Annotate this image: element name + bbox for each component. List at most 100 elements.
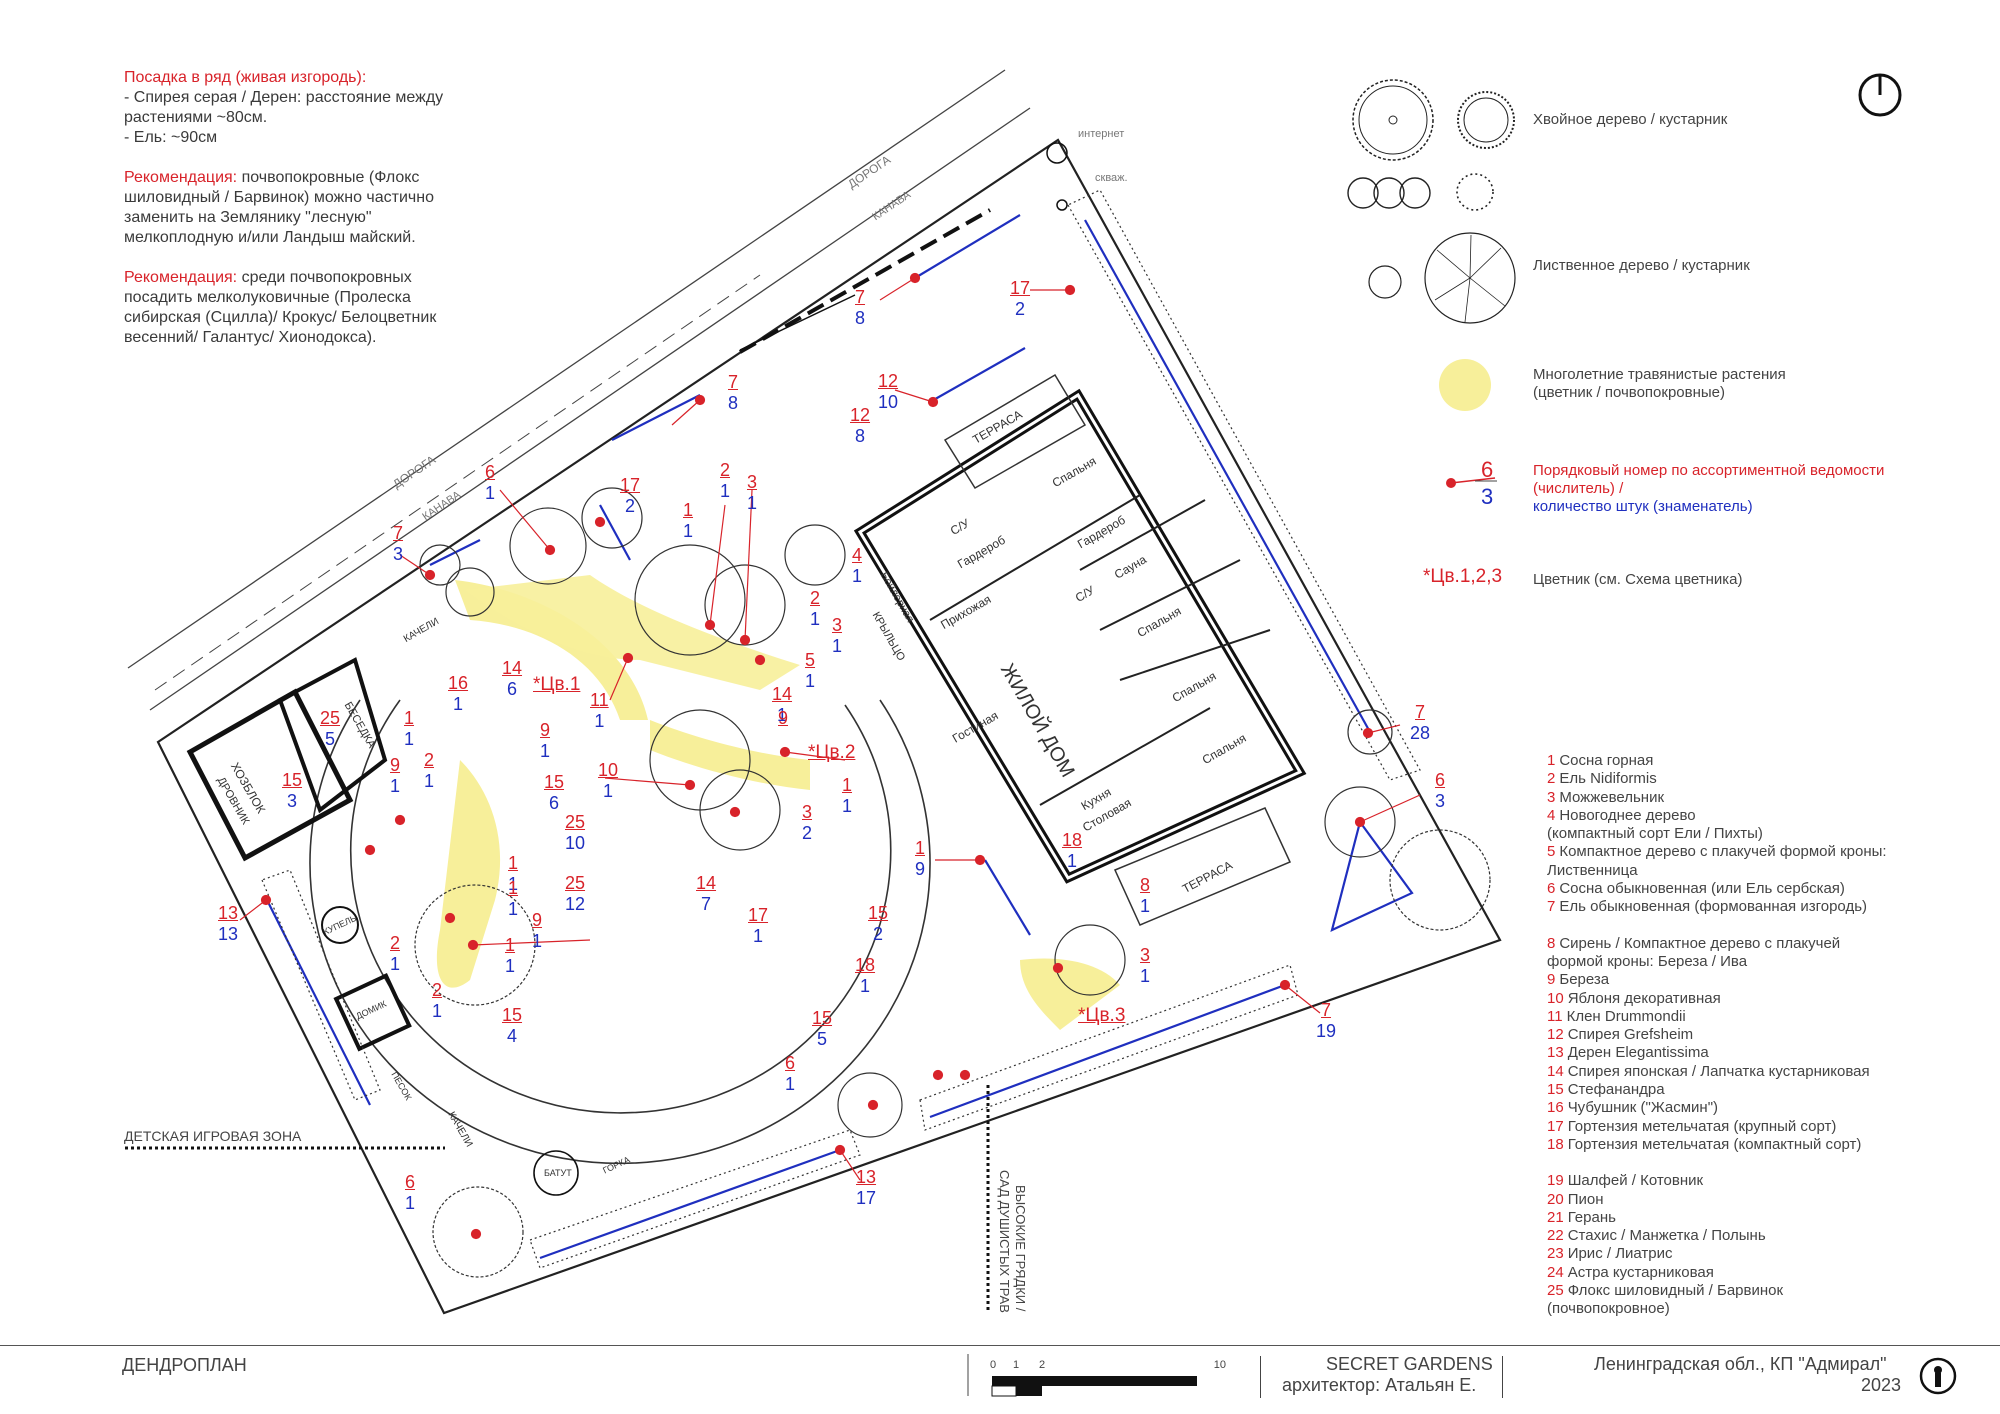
- callout-number: 25: [565, 873, 586, 893]
- plant-name: Новогоднее дерево: [1559, 806, 1696, 824]
- font-tub: [321, 906, 359, 944]
- plant-name: Ель Nidiformis: [1559, 770, 1657, 788]
- callout-quantity: 3: [393, 544, 404, 564]
- callout-number: 2: [432, 980, 443, 1000]
- callout-quantity: 8: [728, 393, 739, 413]
- callout-quantity: 1: [508, 899, 519, 919]
- callout-number: 5: [805, 650, 816, 670]
- callout-quantity: 1: [390, 954, 401, 974]
- callout-quantity: 8: [855, 308, 866, 328]
- callout-number: 25: [320, 708, 341, 728]
- callout-quantity: 13: [218, 924, 239, 944]
- flowerbed-2-label: *Цв.2: [808, 742, 856, 763]
- callout-number: 15: [868, 903, 889, 923]
- callout-quantity: 1: [785, 1074, 796, 1094]
- callout-markers: [260, 272, 1374, 1240]
- note-line: шиловидный / Барвинок) можно частично: [124, 189, 434, 206]
- callout-quantity: 5: [325, 729, 336, 749]
- plant-name: Стахис / Манжетка / Полынь: [1567, 1227, 1766, 1245]
- plant-number: 18: [1547, 1135, 1564, 1153]
- plant-number: 12: [1547, 1026, 1564, 1044]
- plant-name: Спирея японская / Лапчатка кустарниковая: [1567, 1062, 1870, 1080]
- callout-quantity: 1: [505, 956, 516, 976]
- hedge-outlines: [261, 189, 1421, 1269]
- legend-flowerbed-code: *Цв.1,2,3: [1423, 566, 1503, 587]
- scale-bar: 0 1 2 10: [967, 1354, 1226, 1397]
- callout-quantity: 8: [855, 426, 866, 446]
- footer-divider: [0, 1345, 2000, 1346]
- callout-quantity: 6: [507, 679, 518, 699]
- callout-quantity: 1: [1140, 896, 1151, 916]
- plant-number: 21: [1547, 1208, 1564, 1226]
- trampoline-label: БАТУТ: [544, 1168, 572, 1178]
- callout-number: 17: [748, 905, 769, 925]
- hedge-rows: [267, 214, 1414, 1260]
- flowerbed-2: [650, 720, 810, 790]
- terrace-south: [1113, 807, 1292, 926]
- callout-quantity: 1: [747, 493, 758, 513]
- flowerbed-3-label: *Цв.3: [1078, 1005, 1126, 1026]
- callout-number: 6: [785, 1053, 796, 1073]
- legend-conifer-text: Хвойное дерево / кустарник: [1533, 111, 1728, 128]
- legend-deciduous-text: Лиственное дерево / кустарник: [1533, 257, 1750, 274]
- plant-name: Лиственница: [1547, 861, 1638, 879]
- legend-index-qty: 3: [1481, 484, 1494, 509]
- callout-quantity: 1: [432, 1001, 443, 1021]
- callout-number: 14: [772, 684, 793, 704]
- callout-number: 8: [1140, 875, 1151, 895]
- plant-list-item: (компактный сорт Ели / Пихты): [1547, 825, 1987, 843]
- driveway-track: [739, 208, 991, 354]
- note-line: заменить на Землянику "лесную": [124, 209, 372, 226]
- callout-number: 1: [915, 838, 926, 858]
- callout-number: 15: [282, 770, 303, 790]
- plant-name: Чубушник ("Жасмин"): [1567, 1099, 1719, 1117]
- beds-label-1: ВЫСОКИЕ ГРЯДКИ /: [1013, 1185, 1028, 1312]
- callout-number: 3: [832, 615, 843, 635]
- callout-quantity: 1: [860, 976, 871, 996]
- callout-number: 17: [1010, 278, 1031, 298]
- callout-quantity: 1: [852, 566, 863, 586]
- plant-name: формой кроны: Береза / Ива: [1547, 952, 1748, 970]
- note-line: среди почвопокровных: [237, 269, 412, 286]
- year: 2023: [1861, 1375, 1902, 1395]
- plant-list-item: Лиственница: [1547, 862, 1987, 880]
- plant-name: Стефанандра: [1567, 1081, 1665, 1099]
- callout-number: 9: [532, 910, 543, 930]
- plant-name: Пион: [1567, 1190, 1604, 1208]
- callout-quantity: 1: [485, 483, 496, 503]
- callout-number: 1: [508, 853, 519, 873]
- legend-perennials-text-1: Многолетние травянистые растения: [1533, 366, 1786, 383]
- plant-number: 11: [1547, 1007, 1563, 1025]
- plant-number: 15: [1547, 1081, 1564, 1099]
- deciduous-tree-icon: [1424, 232, 1516, 324]
- callout-quantity: 3: [1435, 791, 1446, 811]
- gazebo: [277, 657, 388, 814]
- note-recommendation-1: Рекомендация: почвопокровные (Флокс шило…: [124, 168, 504, 248]
